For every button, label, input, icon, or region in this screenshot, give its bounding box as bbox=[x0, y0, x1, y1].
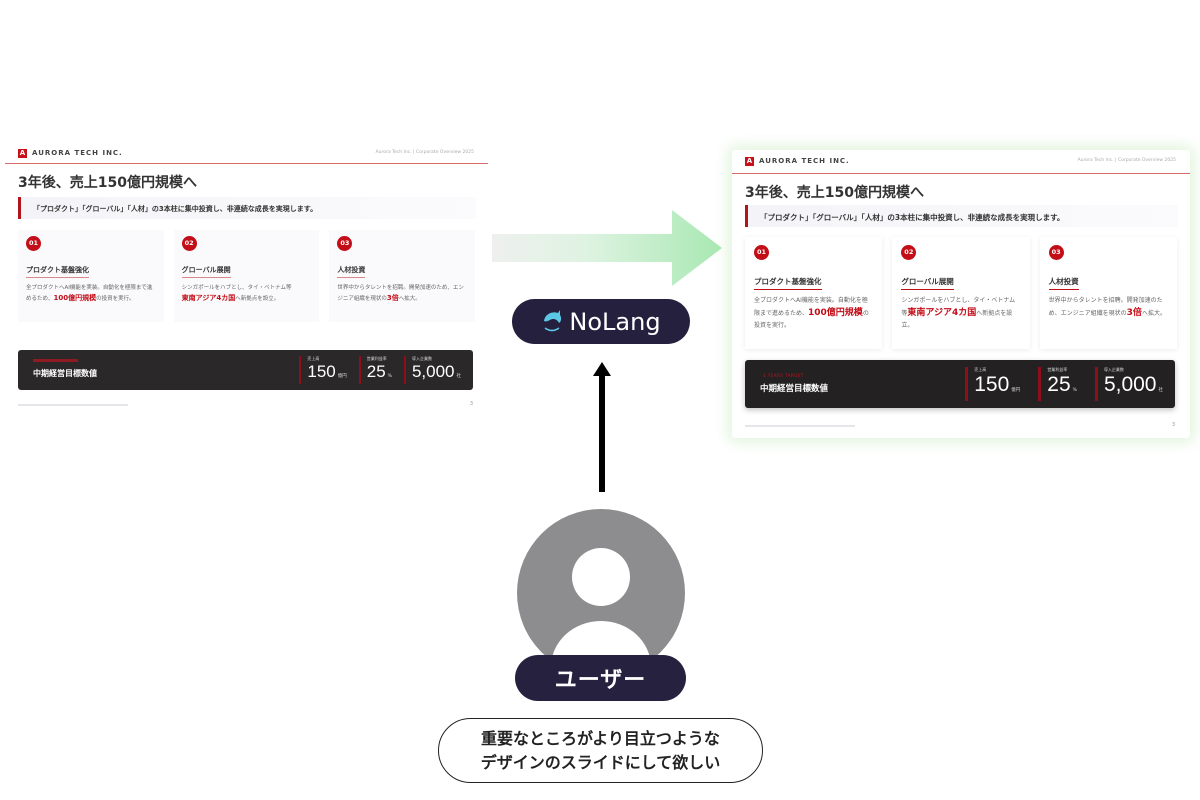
user-avatar-icon bbox=[517, 509, 685, 677]
dolphin-icon bbox=[544, 309, 562, 331]
company-name: AURORA TECH INC. bbox=[32, 149, 123, 157]
kpi-tag: 3 YEARS TARGET bbox=[763, 373, 804, 378]
card-title: プロダクト基盤強化 bbox=[26, 265, 89, 278]
card-title: プロダクト基盤強化 bbox=[754, 276, 822, 290]
pillar-card: 01 プロダクト基盤強化 全プロダクトへAI機能を実装。自動化を極限まで進めるた… bbox=[745, 237, 883, 349]
emphasis: 3倍 bbox=[1126, 308, 1142, 318]
header-caption: Aurora Tech Inc. | Corporate Overview 20… bbox=[1077, 158, 1176, 163]
emphasis: 100億円規模 bbox=[53, 294, 97, 302]
slide-title: 3年後、売上150億円規模へ bbox=[745, 185, 924, 201]
footer-line bbox=[745, 425, 855, 427]
emphasis: 100億円規模 bbox=[808, 308, 863, 318]
card-body: 世界中からタレントを招聘。開発加速のため、エンジニア組織を現状の3倍へ拡大。 bbox=[1048, 297, 1166, 318]
number-badge: 03 bbox=[337, 236, 353, 251]
number-badge: 01 bbox=[26, 236, 41, 251]
kpi-title: 中期経営目標数値 bbox=[760, 384, 829, 394]
pillar-card: 03 人材投資 世界中からタレントを招聘。開発加速のため、エンジニア組織を現状の… bbox=[329, 230, 476, 322]
kpi-item: 営業利益率 25% bbox=[1038, 367, 1077, 401]
card-body: 全プロダクトへAI機能を実装。自動化を極限まで進めるため、100億円規模の投資を… bbox=[26, 285, 153, 302]
number-badge: 02 bbox=[901, 245, 917, 260]
pillar-cards: 01 プロダクト基盤強化 全プロダクトへAI機能を実装。自動化を極限まで進めるた… bbox=[745, 237, 1177, 349]
arrow-up-icon bbox=[593, 362, 611, 492]
slide-after: A AURORA TECH INC. Aurora Tech Inc. | Co… bbox=[732, 150, 1190, 438]
card-body: シンガポールをハブとし、タイ・ベトナム等東南アジア4カ国へ新拠点を設立。 bbox=[901, 297, 1016, 329]
page-number: 3 bbox=[469, 401, 473, 407]
slide-title: 3年後、売上150億円規模へ bbox=[18, 175, 197, 191]
card-body: 世界中からタレントを招聘。開発加速のため、エンジニア組織を現状の3倍へ拡大。 bbox=[337, 285, 464, 302]
pillar-card: 01 プロダクト基盤強化 全プロダクトへAI機能を実装。自動化を極限まで進めるた… bbox=[18, 230, 164, 322]
pillar-card: 02 グローバル展開 シンガポールをハブとし、タイ・ベトナム等東南アジア4カ国へ… bbox=[892, 237, 1030, 349]
card-title: グローバル展開 bbox=[901, 276, 954, 290]
number-badge: 03 bbox=[1048, 245, 1064, 260]
slide-header: A AURORA TECH INC. Aurora Tech Inc. | Co… bbox=[5, 142, 488, 164]
nolang-label: NoLang bbox=[569, 307, 661, 336]
kpi-title: 中期経営目標数値 bbox=[33, 369, 97, 378]
company-name: AURORA TECH INC. bbox=[759, 157, 850, 165]
transform-arrow-icon bbox=[492, 210, 722, 286]
page-number: 3 bbox=[1171, 422, 1175, 428]
emphasis: 3倍 bbox=[386, 294, 399, 302]
card-body: シンガポールをハブとし、タイ・ベトナム等東南アジア4カ国へ新拠点を設立。 bbox=[181, 285, 292, 302]
number-badge: 02 bbox=[181, 236, 197, 251]
company-logo-icon: A bbox=[745, 157, 754, 166]
card-body: 全プロダクトへAI機能を実装。自動化を極限まで進めるため、100億円規模の投資を… bbox=[754, 297, 869, 329]
pillar-card: 03 人材投資 世界中からタレントを招聘。開発加速のため、エンジニア組織を現状の… bbox=[1039, 237, 1177, 349]
header-caption: Aurora Tech Inc. | Corporate Overview 20… bbox=[375, 150, 474, 155]
user-request-bubble: 重要なところがより目立つような デザインのスライドにして欲しい bbox=[438, 718, 763, 783]
slide-header: A AURORA TECH INC. Aurora Tech Inc. | Co… bbox=[732, 150, 1190, 174]
request-line-1: 重要なところがより目立つような bbox=[481, 729, 720, 748]
emphasis: 東南アジア4カ国 bbox=[181, 294, 236, 302]
pillar-cards: 01 プロダクト基盤強化 全プロダクトへAI機能を実装。自動化を極限まで進めるた… bbox=[18, 230, 476, 322]
card-title: グローバル展開 bbox=[181, 265, 231, 278]
nolang-badge: NoLang bbox=[512, 299, 690, 344]
card-title: 人材投資 bbox=[1048, 276, 1079, 290]
footer-line bbox=[18, 404, 128, 406]
emphasis: 東南アジア4カ国 bbox=[907, 308, 977, 318]
lead-text: 「プロダクト」「グローバル」「人材」の3本柱に集中投資し、非連続な成長を実現しま… bbox=[18, 197, 476, 219]
company-logo-icon: A bbox=[18, 149, 27, 158]
card-title: 人材投資 bbox=[337, 265, 366, 278]
user-label: ユーザー bbox=[515, 655, 686, 701]
slide-before: A AURORA TECH INC. Aurora Tech Inc. | Co… bbox=[5, 142, 488, 414]
lead-text: 「プロダクト」「グローバル」「人材」の3本柱に集中投資し、非連続な成長を実現しま… bbox=[745, 205, 1178, 227]
request-line-2: デザインのスライドにして欲しい bbox=[480, 753, 721, 772]
kpi-item: 営業利益率 25% bbox=[358, 356, 392, 384]
kpi-tag-bar bbox=[33, 359, 78, 362]
number-badge: 01 bbox=[754, 245, 769, 260]
pillar-card: 02 グローバル展開 シンガポールをハブとし、タイ・ベトナム等東南アジア4カ国へ… bbox=[173, 230, 320, 322]
